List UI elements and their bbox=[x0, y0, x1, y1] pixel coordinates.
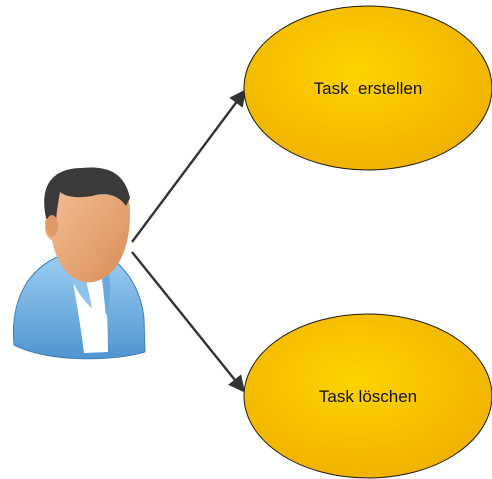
use-case-task-loeschen: Task löschen bbox=[243, 313, 492, 479]
use-case-task-erstellen: Task erstellen bbox=[243, 5, 492, 171]
association-arrow-create bbox=[131, 89, 247, 243]
use-case-label: Task löschen bbox=[319, 387, 417, 406]
association-arrow-delete bbox=[131, 251, 246, 393]
use-case-ellipse bbox=[243, 313, 492, 479]
use-case-ellipse bbox=[243, 5, 492, 171]
use-case-label: Task erstellen bbox=[314, 79, 423, 98]
actor-user-icon bbox=[12, 167, 146, 360]
